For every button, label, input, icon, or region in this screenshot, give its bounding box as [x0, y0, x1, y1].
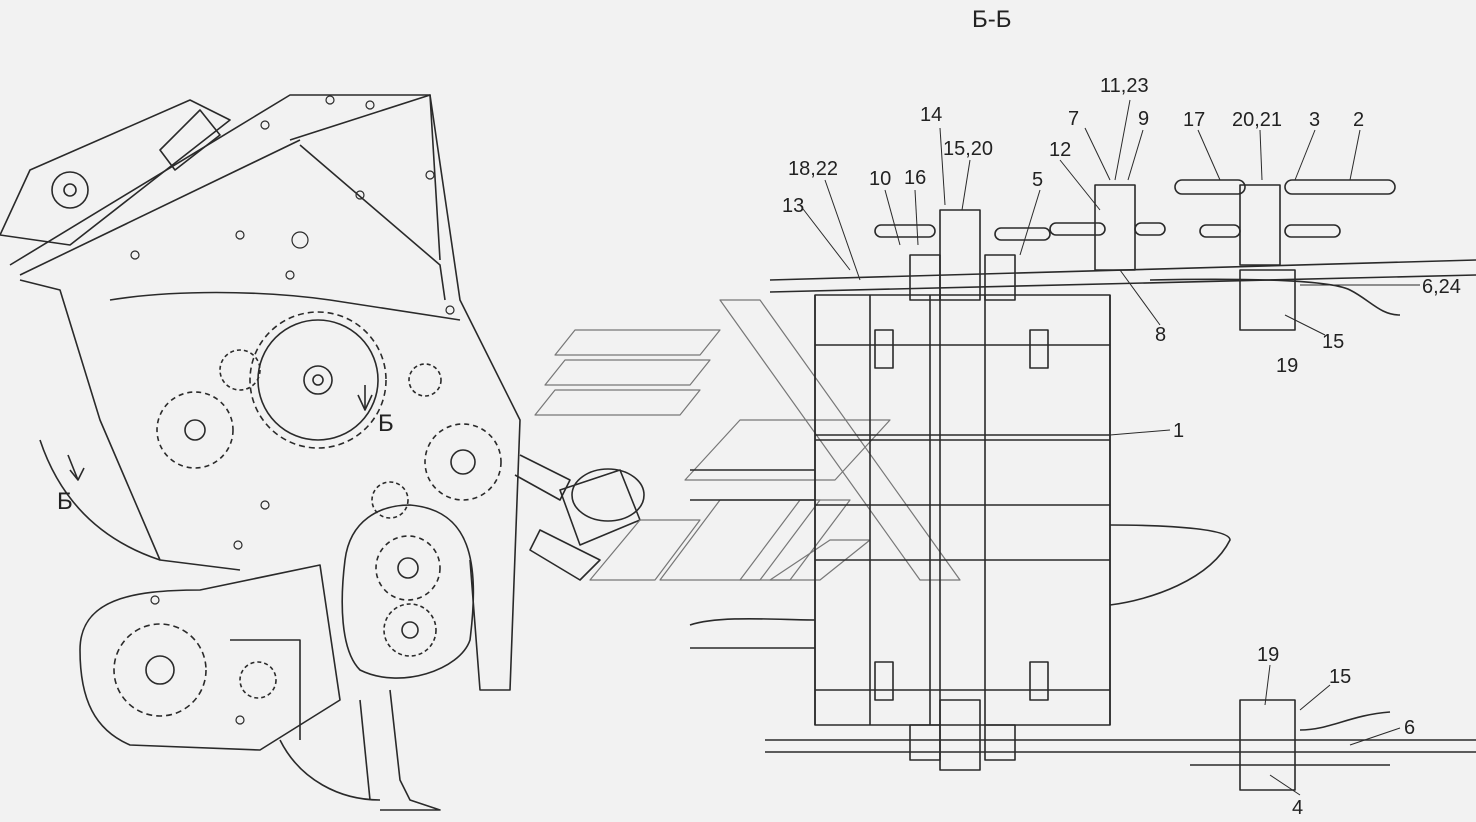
callout-15-bottom: 15	[1329, 666, 1352, 688]
callout-13: 13	[782, 195, 805, 217]
callout-16: 16	[904, 167, 927, 189]
watermark-shapes	[534, 299, 961, 581]
callout-12: 12	[1049, 139, 1072, 161]
callout-19-top: 19	[1276, 355, 1299, 377]
callout-5: 5	[1032, 169, 1044, 191]
callout-19-bottom: 19	[1257, 644, 1280, 666]
sprocket-main	[249, 311, 387, 449]
side-view-drive	[0, 94, 645, 811]
callout-18-22: 18,22	[788, 158, 839, 180]
section-mark-lower: Б	[57, 488, 73, 515]
section-mark-upper: Б	[378, 410, 394, 437]
callout-9: 9	[1138, 108, 1150, 130]
leader-lines	[799, 99, 1420, 796]
callout-17: 17	[1183, 109, 1206, 131]
callout-8: 8	[1155, 324, 1167, 346]
section-view	[689, 99, 1476, 796]
callout-20-21: 20,21	[1232, 109, 1283, 131]
hydraulic-motor	[514, 454, 645, 581]
callout-7: 7	[1068, 108, 1080, 130]
callout-11-23: 11,23	[1100, 75, 1149, 97]
callout-1: 1	[1173, 420, 1185, 442]
callout-3: 3	[1309, 109, 1321, 131]
callout-15-top: 15	[1322, 331, 1345, 353]
callout-4: 4	[1292, 797, 1304, 819]
callout-2: 2	[1353, 109, 1365, 131]
callout-10: 10	[869, 168, 892, 190]
callout-6: 6	[1404, 717, 1416, 739]
section-title: Б-Б	[972, 6, 1012, 33]
callout-14: 14	[920, 104, 943, 126]
callout-15-20: 15,20	[943, 138, 994, 160]
housing-bolts	[130, 95, 455, 725]
callout-6-24: 6,24	[1422, 276, 1461, 298]
